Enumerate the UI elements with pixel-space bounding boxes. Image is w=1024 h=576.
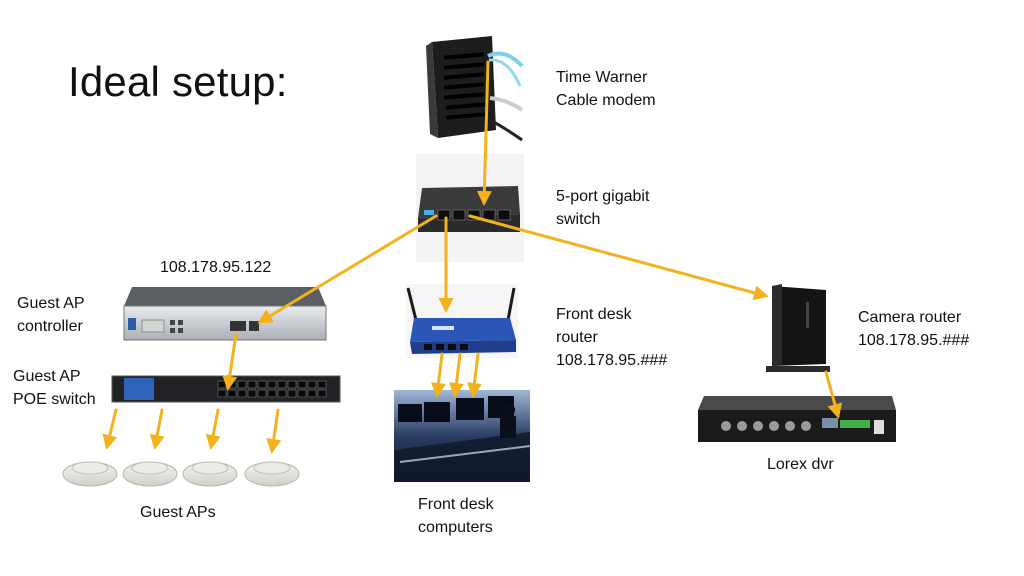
camera-router-label: Camera router 108.178.95.### <box>858 306 969 352</box>
poe-switch-label-line1: Guest AP <box>13 368 81 385</box>
guest-ap-1 <box>62 461 118 487</box>
link-poe-to-ap-2 <box>149 408 165 450</box>
controller-ip-label: 108.178.95.122 <box>160 259 272 276</box>
poe-switch-label-line2: POE switch <box>13 391 96 408</box>
link-switch-to-controller <box>257 214 438 324</box>
front-desk-router-device <box>406 284 518 358</box>
page-title: Ideal setup: <box>68 58 288 105</box>
camera-router-label-line2: 108.178.95.### <box>858 332 970 349</box>
front-router-label-line2: router <box>556 329 598 346</box>
link-poe-to-ap-1 <box>102 408 118 450</box>
cable-modem-device <box>426 36 524 142</box>
front-desk-computers-photo <box>394 390 531 482</box>
link-camera-router-to-dvr <box>824 370 843 419</box>
dvr-label: Lorex dvr <box>767 456 834 473</box>
link-router-to-computer-3 <box>467 352 482 398</box>
switch-label: 5-port gigabit switch <box>556 185 649 231</box>
link-router-to-computer-2 <box>449 352 464 398</box>
gigabit-switch-device <box>416 154 524 262</box>
front-computers-label-line1: Front desk <box>418 496 494 513</box>
link-controller-to-poe-switch <box>222 332 238 391</box>
controller-label-line1: Guest AP <box>17 295 85 312</box>
guest-poe-switch-device <box>111 375 341 403</box>
link-switch-to-camera-router <box>468 214 769 301</box>
switch-label-line2: switch <box>556 211 601 228</box>
link-router-to-computer-1 <box>431 352 446 398</box>
modem-label-line2: Cable modem <box>556 92 656 109</box>
guest-ap-3 <box>182 461 238 487</box>
link-poe-to-ap-3 <box>205 408 221 450</box>
guest-ap-4 <box>244 461 300 487</box>
camera-router-label-line1: Camera router <box>858 309 962 326</box>
modem-label-line1: Time Warner <box>556 69 648 86</box>
guest-ap-2 <box>122 461 178 487</box>
front-computers-label: Front desk computers <box>418 493 494 539</box>
link-modem-to-switch <box>476 60 492 206</box>
front-router-label-line1: Front desk <box>556 306 632 323</box>
front-computers-label-line2: computers <box>418 519 493 536</box>
front-router-label-line3: 108.178.95.### <box>556 352 668 369</box>
poe-switch-label: Guest AP POE switch <box>13 365 96 411</box>
guest-aps-label: Guest APs <box>140 504 216 521</box>
guest-ap-controller-device <box>123 287 327 341</box>
switch-label-line1: 5-port gigabit <box>556 188 650 205</box>
modem-label: Time Warner Cable modem <box>556 66 656 112</box>
controller-label-line2: controller <box>17 318 83 335</box>
link-poe-to-ap-4 <box>266 408 282 454</box>
camera-router-device <box>766 284 830 372</box>
controller-label: Guest AP controller <box>17 292 85 338</box>
lorex-dvr-device <box>698 396 896 442</box>
front-router-label: Front desk router 108.178.95.### <box>556 303 667 372</box>
